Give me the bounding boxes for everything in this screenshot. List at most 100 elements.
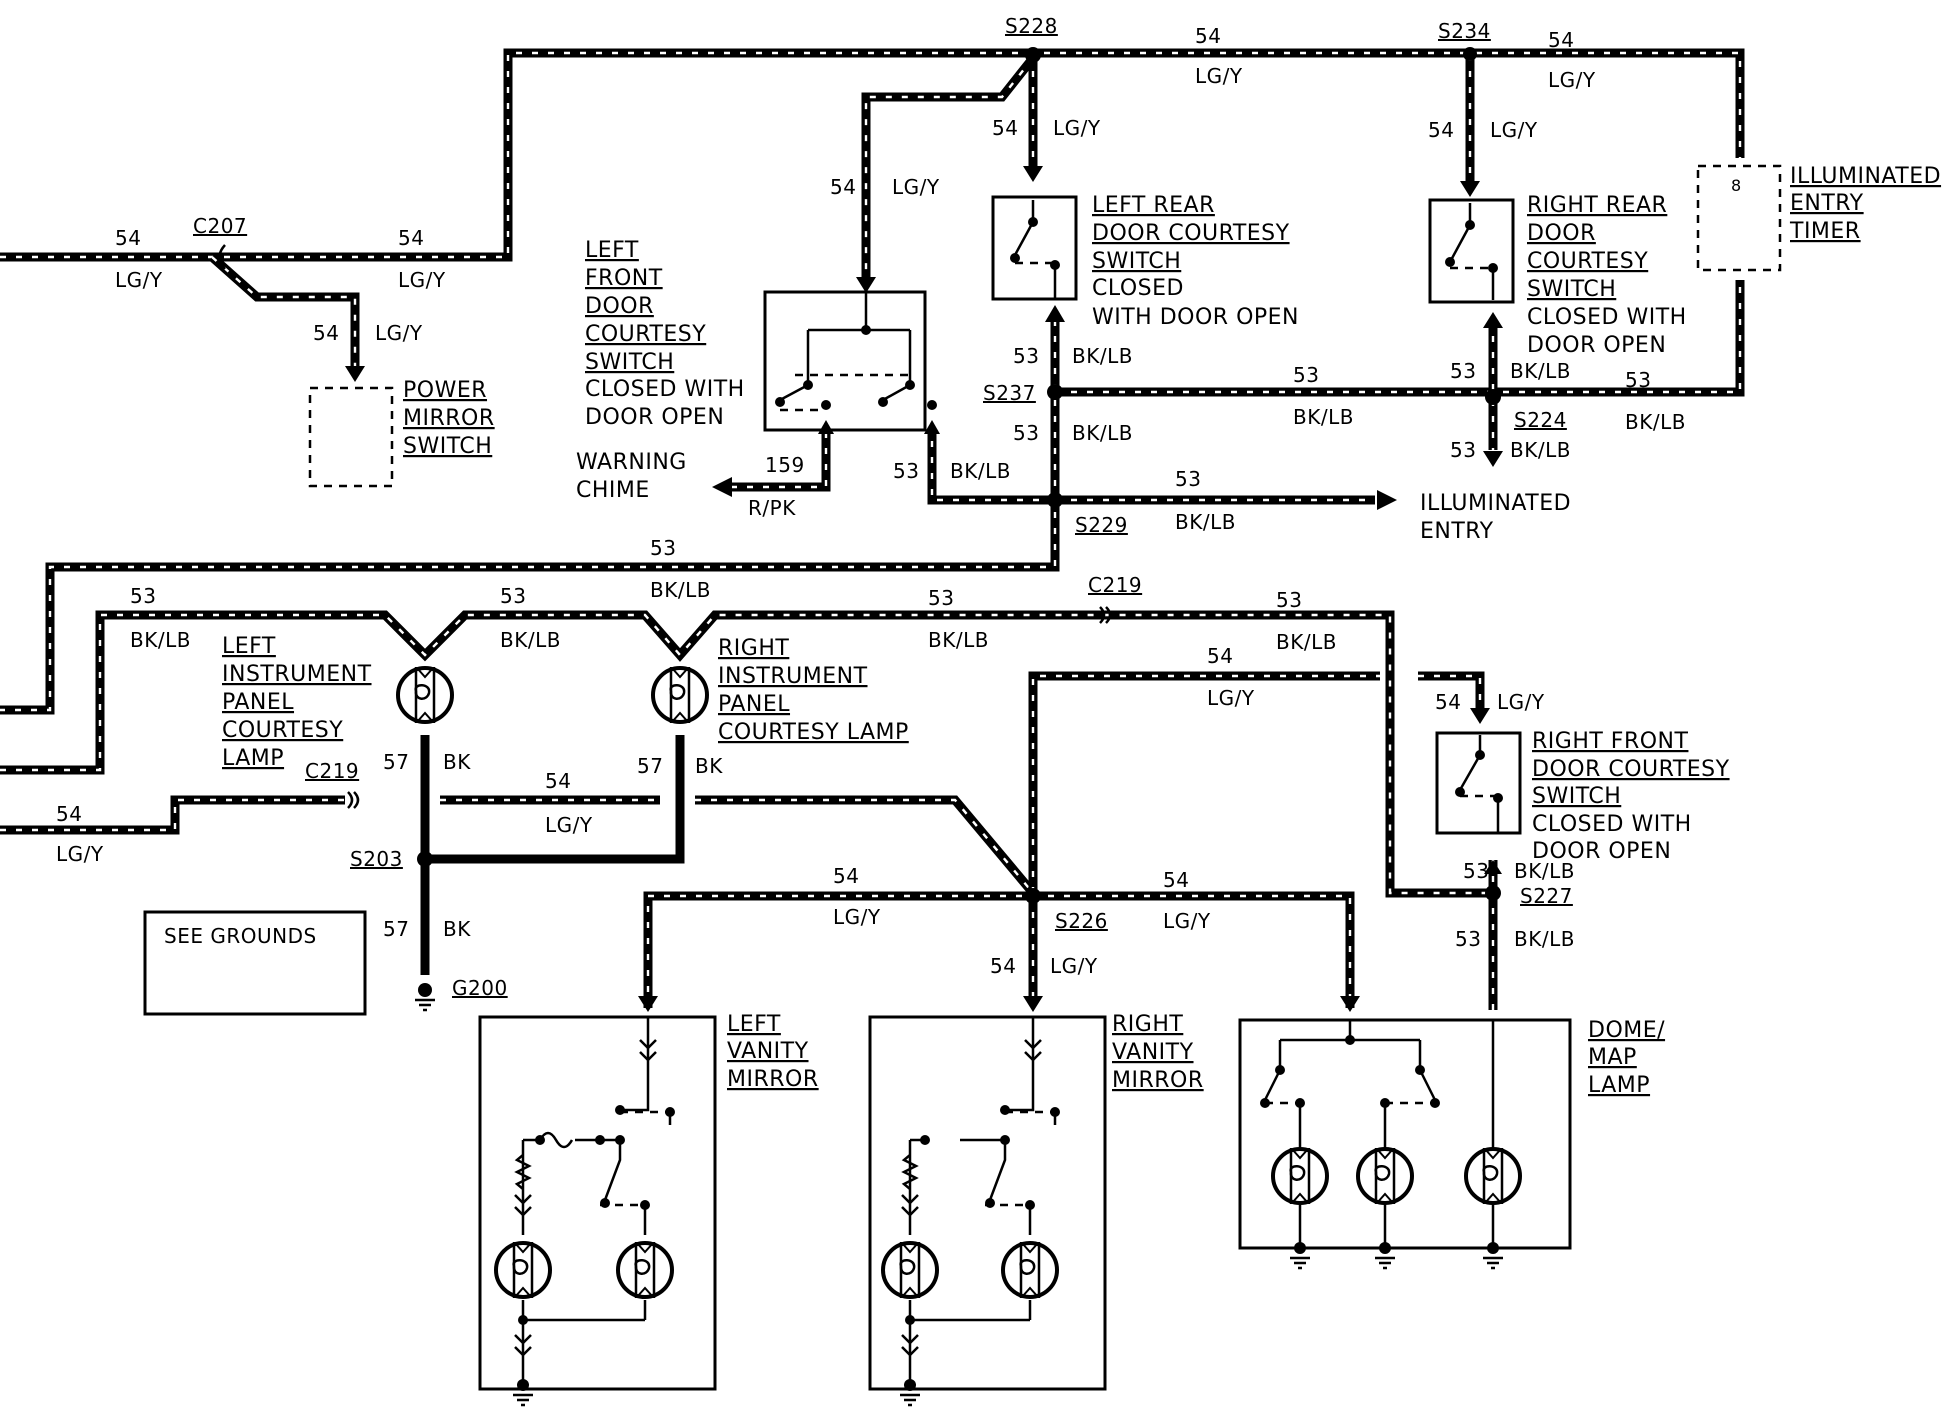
- left-vanity-mirror-symbol: [478, 1015, 717, 1407]
- right-ip-lamp-label: PANEL: [718, 692, 790, 717]
- wire-num: 54: [833, 864, 859, 888]
- timer-label: TIMER: [1789, 219, 1861, 244]
- wire-num: 53: [130, 584, 156, 608]
- wire-color: LG/Y: [375, 321, 423, 345]
- splice-s203: S203: [350, 847, 403, 871]
- power-mirror-label: SWITCH: [403, 434, 492, 459]
- left-vanity-label: MIRROR: [727, 1067, 819, 1092]
- wire-num: 53: [1293, 363, 1319, 387]
- wire-color: BK/LB: [650, 578, 711, 602]
- timer-box: [1696, 164, 1782, 272]
- wire-color: LG/Y: [1497, 690, 1545, 714]
- wire-color: BK/LB: [1625, 410, 1686, 434]
- wire-color: LG/Y: [56, 842, 104, 866]
- left-rear-label: LEFT REAR: [1092, 193, 1215, 218]
- splice-s228-dot: [1025, 47, 1041, 63]
- splice-s226: S226: [1055, 909, 1108, 933]
- wire-num: 54: [545, 769, 571, 793]
- timer-label: ENTRY: [1790, 191, 1864, 216]
- left-front-label: DOOR: [585, 294, 654, 319]
- connector-c219: C219: [305, 759, 359, 783]
- dome-map-lamp-symbol: [1238, 1018, 1572, 1270]
- connector-c219: C219: [1088, 573, 1142, 597]
- wire-54-s226-h: [643, 891, 1355, 1008]
- right-front-label: DOOR COURTESY: [1532, 757, 1730, 782]
- right-ip-lamp-label: COURTESY LAMP: [718, 720, 909, 745]
- wire-color: BK/LB: [1514, 859, 1575, 883]
- right-rear-label: DOOR: [1527, 221, 1596, 246]
- left-rear-label: SWITCH: [1092, 249, 1181, 274]
- wire-color: BK/LB: [1072, 344, 1133, 368]
- wire-color: BK/LB: [928, 628, 989, 652]
- wire-54-power-mirror: [209, 253, 360, 372]
- left-vanity-label: VANITY: [727, 1039, 809, 1064]
- left-rear-label: CLOSED: [1092, 276, 1184, 301]
- wire-color: LG/Y: [1490, 118, 1538, 142]
- wire-color: BK/LB: [1072, 421, 1133, 445]
- wire-num: 53: [1175, 467, 1201, 491]
- illuminated-entry-label: ENTRY: [1420, 519, 1494, 544]
- wire-num: 54: [1428, 118, 1454, 142]
- left-ip-lamp-label: LAMP: [222, 746, 284, 771]
- left-vanity-label: LEFT: [727, 1012, 781, 1037]
- wire-num: 54: [56, 802, 82, 826]
- right-front-label: DOOR OPEN: [1532, 839, 1671, 864]
- wire-num: 54: [1207, 644, 1233, 668]
- wire-num: 54: [398, 226, 424, 250]
- dome-map-lamp-label: DOME/: [1588, 1018, 1665, 1043]
- wire-color: R/PK: [748, 496, 796, 520]
- splice-s224-dot: [1485, 389, 1501, 405]
- warning-chime-label: CHIME: [576, 478, 650, 503]
- right-front-label: SWITCH: [1532, 784, 1621, 809]
- right-rear-label: RIGHT REAR: [1527, 193, 1667, 218]
- splice-s229: S229: [1075, 513, 1128, 537]
- left-ip-lamp-symbol: [396, 665, 454, 725]
- left-front-label: FRONT: [585, 266, 663, 291]
- wire-num: 54: [1195, 24, 1221, 48]
- splice-s229-dot: [1047, 492, 1063, 508]
- connector-c207: C207: [193, 214, 247, 238]
- wire-color: BK/LB: [1293, 405, 1354, 429]
- wire-num: 53: [1450, 438, 1476, 462]
- wire-color: LG/Y: [545, 813, 593, 837]
- left-rear-label: DOOR COURTESY: [1092, 221, 1290, 246]
- wire-num: 53: [1450, 359, 1476, 383]
- wire-num: 54: [830, 175, 856, 199]
- wire-num: 53: [650, 536, 676, 560]
- wire-color: BK/LB: [1510, 438, 1571, 462]
- timer-label: ILLUMINATED: [1790, 164, 1941, 189]
- wire-num: 53: [1455, 927, 1481, 951]
- dome-map-lamp-label: MAP: [1588, 1045, 1637, 1070]
- right-ip-lamp-symbol: [651, 665, 709, 725]
- right-rear-label: COURTESY: [1527, 249, 1648, 274]
- wire-color: BK/LB: [1510, 359, 1571, 383]
- right-vanity-label: RIGHT: [1112, 1012, 1183, 1037]
- left-front-label: CLOSED WITH: [585, 377, 745, 402]
- right-rear-label: DOOR OPEN: [1527, 333, 1666, 358]
- left-ip-lamp-label: INSTRUMENT: [222, 662, 372, 687]
- wire-57-right: [425, 735, 685, 864]
- wire-num: 53: [1013, 344, 1039, 368]
- wire-labels: 54 LG/Y 54 LG/Y 54 LG/Y 54 LG/Y 54 LG/Y …: [56, 24, 1741, 978]
- left-ip-lamp-label: LEFT: [222, 634, 276, 659]
- wire-num: 53: [500, 584, 526, 608]
- power-mirror-switch-box: [308, 386, 394, 488]
- wire-color: BK/LB: [1175, 510, 1236, 534]
- illuminated-entry-label: ILLUMINATED: [1420, 491, 1571, 516]
- wire-num: 53: [893, 459, 919, 483]
- wire-num: 54: [1548, 28, 1574, 52]
- wire-color: BK: [443, 750, 471, 774]
- see-grounds-box: [143, 910, 367, 1016]
- wire-color: BK/LB: [950, 459, 1011, 483]
- wire-color: LG/Y: [1050, 954, 1098, 978]
- wire-num: 57: [383, 750, 409, 774]
- wire-num: 53: [1463, 859, 1489, 883]
- right-rear-label: SWITCH: [1527, 277, 1616, 302]
- wire-color: LG/Y: [398, 268, 446, 292]
- splice-s228: S228: [1005, 14, 1058, 38]
- wire-num: 53: [1013, 421, 1039, 445]
- splice-s234-dot: [1463, 47, 1477, 61]
- wire-54-left-front: [861, 55, 1037, 283]
- wire-color: LG/Y: [1195, 64, 1243, 88]
- wire-color: BK/LB: [1276, 630, 1337, 654]
